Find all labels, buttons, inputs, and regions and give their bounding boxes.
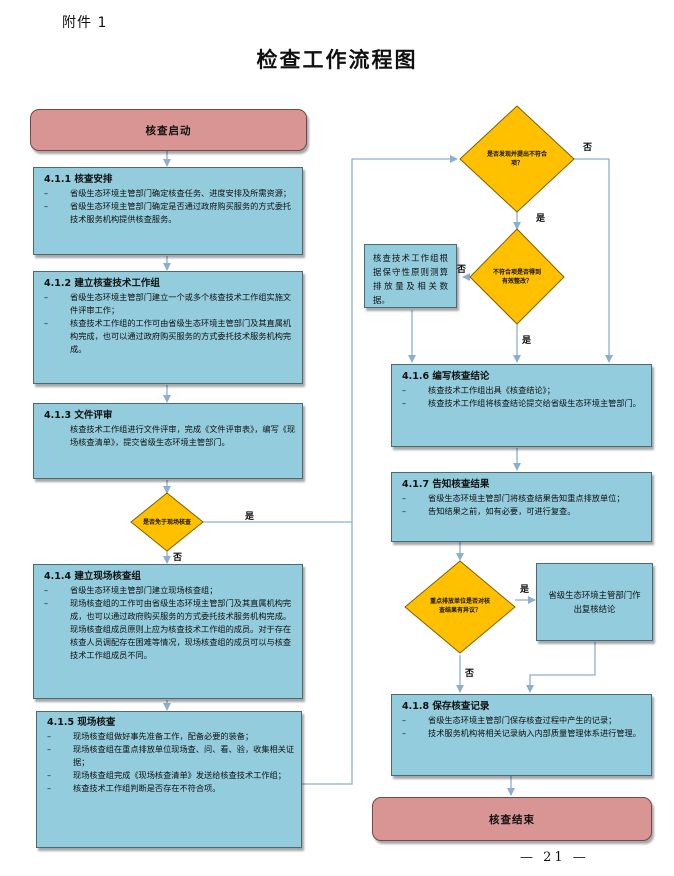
step-4-1-7: 4.1.7 告知核查结果 省级生态环境主管部门将核查结果告知重点排放单位； 告知… bbox=[391, 472, 652, 542]
decision-onsite-text: 是否免于现场核查 bbox=[142, 518, 191, 526]
step-4-1-6-title: 4.1.6 编写核查结论 bbox=[402, 371, 490, 382]
step-4-1-2-item: 核查技术工作组的工作可由省级生态环境主管部门及其直属机构完成，也可以通过政府购买… bbox=[44, 317, 296, 356]
step-4-1-7-item: 省级生态环境主管部门将核查结果告知重点排放单位； bbox=[402, 492, 645, 505]
arrow-415-to-decision bbox=[302, 155, 458, 785]
decision-diamond-onsite bbox=[130, 492, 204, 552]
step-4-1-8-item: 省级生态环境主管部门保存核查过程中产生的记录； bbox=[402, 714, 645, 727]
no-label: 否 bbox=[465, 669, 475, 679]
no-label: 否 bbox=[583, 143, 593, 153]
page-title: 检查工作流程图 bbox=[256, 47, 418, 72]
step-4-1-4-item: 现场核查组的工作可由省级生态环境主管部门及其直属机构完成，也可以通过政府购买服务… bbox=[44, 597, 296, 662]
step-4-1-5-item: 现场核查组做好事先准备工作，配备必要的装备； bbox=[47, 730, 295, 743]
step-4-1-5-item: 现场核查组完成《现场核查清单》发送给核查技术工作组； bbox=[47, 769, 295, 782]
yes-label: 是 bbox=[522, 336, 532, 346]
decision-rectify-text: 不符合项是否得到有效整改？ bbox=[492, 269, 541, 285]
step-4-1-7-item: 告知结果之前，如有必要，可进行复查。 bbox=[402, 505, 645, 518]
step-4-1-4-title: 4.1.4 建立现场核查组 bbox=[44, 571, 141, 582]
step-4-1-3-text: 核查技术工作组进行文件评审，完成《文件评审表》，编写《现场核查清单》，提交省级生… bbox=[70, 424, 296, 447]
step-4-1-7-title: 4.1.7 告知核查结果 bbox=[402, 479, 490, 490]
decision-diamond-rectify bbox=[469, 228, 565, 325]
step-4-1-8: 4.1.8 保存核查记录 省级生态环境主管部门保存核查过程中产生的记录； 技术服… bbox=[391, 694, 652, 776]
step-4-1-1-title: 4.1.1 核查安排 bbox=[44, 174, 113, 185]
page-number: — 21 — bbox=[520, 850, 589, 865]
yes-label: 是 bbox=[520, 585, 530, 595]
recheck-conclusion-text: 省级生态环境主管部门作出复核结论 bbox=[548, 590, 641, 614]
end-label: 核查结束 bbox=[489, 813, 535, 826]
step-4-1-3-title: 4.1.3 文件评审 bbox=[44, 410, 113, 421]
decision-objection-text: 重点排放单位是否对核查结果有异议？ bbox=[429, 598, 490, 614]
step-4-1-3: 4.1.3 文件评审 核查技术工作组进行文件评审，完成《文件评审表》，编写《现场… bbox=[33, 403, 303, 479]
attachment-label: 附件 1 bbox=[62, 15, 108, 31]
step-4-1-2: 4.1.2 建立核查技术工作组 省级生态环境主管部门建立一个或多个核查技术工作组… bbox=[33, 271, 303, 384]
start-label: 核查启动 bbox=[145, 124, 192, 137]
step-4-1-8-item: 技术服务机构将相关记录纳入内部质量管理体系进行管理。 bbox=[402, 727, 645, 740]
step-4-1-2-title: 4.1.2 建立核查技术工作组 bbox=[44, 278, 160, 289]
decision-diamond-objection bbox=[404, 560, 516, 654]
end-node: 核查结束 bbox=[372, 797, 652, 841]
arrow-no-nonconform bbox=[574, 158, 613, 363]
step-4-1-6: 4.1.6 编写核查结论 核查技术工作组出具《核查结论》； 核查技术工作组将核查… bbox=[391, 364, 652, 447]
step-4-1-5: 4.1.5 现场核查 现场核查组做好事先准备工作，配备必要的装备； 现场核查组在… bbox=[36, 711, 302, 848]
step-4-1-5-item: 核查技术工作组判断是否存在不符合项。 bbox=[47, 782, 295, 795]
yes-label: 是 bbox=[536, 214, 546, 224]
yes-label: 是 bbox=[245, 512, 255, 522]
conservative-estimate-box: 核查技术工作组根据保守性原则测算排放量及相关数据。 bbox=[364, 244, 457, 308]
step-4-1-5-title: 4.1.5 现场核查 bbox=[47, 717, 116, 728]
recheck-conclusion-box: 省级生态环境主管部门作出复核结论 bbox=[536, 563, 653, 641]
step-4-1-6-item: 核查技术工作组将核查结论提交给省级生态环境主管部门。 bbox=[402, 397, 645, 410]
no-label: 否 bbox=[457, 265, 467, 275]
step-4-1-6-item: 核查技术工作组出具《核查结论》； bbox=[402, 384, 645, 397]
no-label: 否 bbox=[173, 553, 183, 563]
step-4-1-1: 4.1.1 核查安排 省级生态环境主管部门确定核查任务、进度安排及所需资源； 省… bbox=[33, 167, 303, 255]
start-node: 核查启动 bbox=[30, 109, 307, 151]
step-4-1-8-title: 4.1.8 保存核查记录 bbox=[402, 701, 490, 712]
step-4-1-4: 4.1.4 建立现场核查组 省级生态环境主管部门建立现场核查组； 现场核查组的工… bbox=[33, 564, 303, 699]
decision-diamond-nonconform bbox=[459, 105, 575, 213]
step-4-1-2-item: 省级生态环境主管部门建立一个或多个核查技术工作组实施文件评审工作； bbox=[44, 291, 296, 317]
step-4-1-1-item: 省级生态环境主管部门确定是否通过政府购买服务的方式委托技术服务机构提供核查服务。 bbox=[44, 200, 296, 226]
decision-nonconform-text: 是否发现并提出不符合项？ bbox=[486, 151, 547, 167]
step-4-1-5-item: 现场核查组在重点排放单位现场查、问、看、验，收集相关证据； bbox=[47, 743, 295, 769]
step-4-1-4-item: 省级生态环境主管部门建立现场核查组； bbox=[44, 584, 296, 597]
arrow-recheck-to-418 bbox=[526, 642, 596, 693]
step-4-1-1-item: 省级生态环境主管部门确定核查任务、进度安排及所需资源； bbox=[44, 187, 296, 200]
